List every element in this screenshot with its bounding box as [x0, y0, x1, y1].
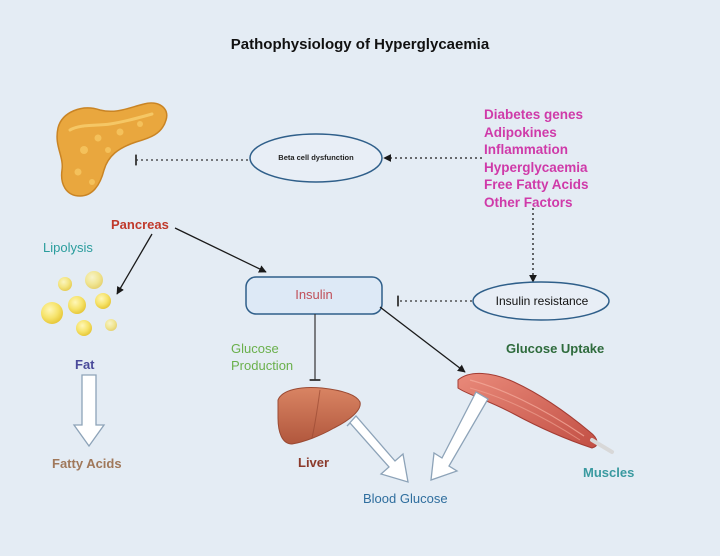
factor-item: Other Factors: [484, 194, 573, 210]
beta-cell-dysfunction-label: Beta cell dysfunction: [278, 153, 354, 162]
factor-item: Adipokines: [484, 124, 557, 140]
fat-label: Fat: [75, 357, 95, 372]
factor-item: Hyperglycaemia: [484, 159, 588, 175]
insulin-label: Insulin: [295, 287, 333, 302]
contributing-factors-list: Diabetes genes Adipokines Inflammation H…: [484, 106, 589, 211]
lipolysis-label: Lipolysis: [43, 240, 93, 255]
diagram-title: Pathophysiology of Hyperglycaemia: [230, 36, 490, 53]
muscles-label: Muscles: [583, 465, 635, 480]
fatty-acids-label: Fatty Acids: [52, 456, 122, 471]
factor-item: Free Fatty Acids: [484, 177, 589, 192]
fat-droplets-icon: [41, 271, 117, 336]
muscle-to-blood-glucose-arrow: [430, 391, 489, 481]
liver-label: Liver: [298, 455, 330, 470]
insulin-to-muscle-arrow: [379, 306, 466, 373]
muscle-icon: [457, 373, 614, 454]
glucose-production-label: Glucose Production: [231, 340, 293, 374]
pancreas-to-insulin-arrow: [174, 227, 267, 273]
liver-icon: [277, 387, 361, 445]
factor-item: Diabetes genes: [484, 107, 584, 122]
glucose-uptake-label: Glucose Uptake: [506, 341, 605, 356]
insulin-resistance-node: [472, 281, 610, 321]
glucose-production-line-1: Glucose: [231, 341, 279, 356]
insulin-resistance-label: Insulin resistance: [495, 294, 589, 308]
insulin-node: [245, 276, 383, 315]
glucose-production-line-2: Production: [231, 358, 294, 373]
fat-to-fatty-acids-arrow: [72, 374, 106, 448]
blood-glucose-label: Blood Glucose: [363, 491, 448, 506]
pancreas-label: Pancreas: [111, 217, 169, 232]
liver-to-blood-glucose-arrow: [346, 415, 409, 483]
pancreas-to-fat-arrow: [116, 233, 153, 295]
factor-item: Inflammation: [484, 142, 569, 157]
beta-cell-dysfunction-node: [249, 133, 383, 183]
pancreas-icon: [56, 102, 168, 197]
